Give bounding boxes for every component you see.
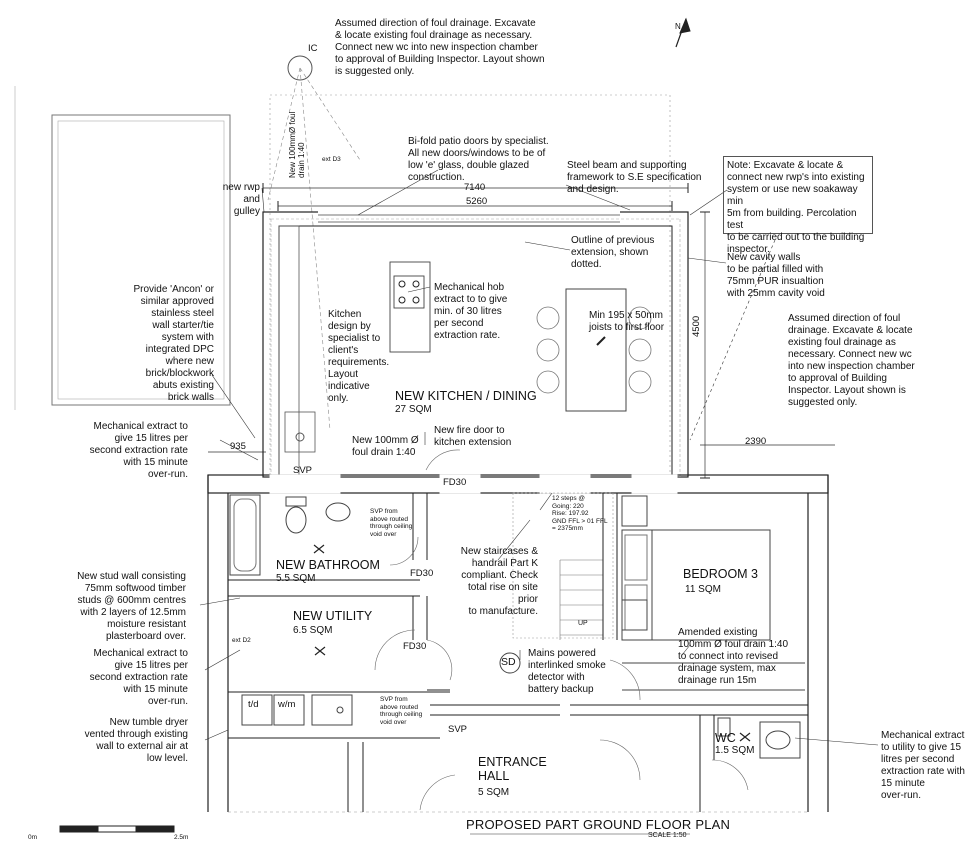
note-svp-above-2: SVP from above routed through ceiling vo… bbox=[380, 696, 423, 726]
note-new-rwp: new rwp and gulley bbox=[222, 182, 260, 217]
note-excavate-rwp: Note: Excavate & locate & connect new rw… bbox=[727, 160, 865, 255]
room-bedroom-name: BEDROOM 3 bbox=[683, 567, 759, 581]
note-svp-above-1: SVP from above routed through ceiling vo… bbox=[370, 508, 413, 538]
note-ancon: Provide 'Ancon' or similar approved stai… bbox=[133, 284, 214, 403]
note-amended-drain: Amended existing 100mm Ø foul drain 1:40… bbox=[678, 627, 789, 686]
plan-title: PROPOSED PART GROUND FLOOR PLAN bbox=[466, 817, 731, 832]
room-kitchen-name: NEW KITCHEN / DINING bbox=[395, 389, 537, 403]
svp-label-top: SVP bbox=[293, 465, 313, 476]
bath-icon bbox=[229, 494, 261, 576]
note-mech-bath: Mechanical extract to give 15 litres per… bbox=[89, 421, 188, 480]
toilet-icon bbox=[285, 506, 307, 534]
wc-toilet-icon bbox=[759, 721, 801, 759]
utility-sink-icon bbox=[311, 694, 353, 726]
note-outline-previous: Outline of previous extension, shown dot… bbox=[571, 235, 655, 270]
note-mech-wc: Mechanical extract to utility to give 15… bbox=[881, 730, 965, 801]
room-utility-name: NEW UTILITY bbox=[293, 609, 373, 623]
ic-label: IC bbox=[308, 43, 318, 54]
note-kitchen-design: Kitchen design by specialist to client's… bbox=[328, 309, 390, 404]
scale-bar-end: 2.5m bbox=[174, 834, 189, 841]
ext-d2-label: ext D2 bbox=[232, 637, 251, 644]
note-cavity-walls: New cavity walls to be partial filled wi… bbox=[727, 252, 825, 299]
note-mech-utility: Mechanical extract to give 15 litres per… bbox=[89, 648, 188, 707]
washing-machine-label: w/m bbox=[278, 699, 296, 710]
scale-bar bbox=[59, 825, 175, 833]
smoke-detector-label: SD bbox=[501, 656, 516, 668]
smoke-detector-icon bbox=[499, 652, 521, 674]
tumble-dryer-label: t/d bbox=[248, 699, 259, 710]
fd30-label-a: FD30 bbox=[443, 477, 467, 488]
note-foul-drainage-top: Assumed direction of foul drainage. Exca… bbox=[335, 18, 545, 77]
north-label: N bbox=[675, 22, 681, 31]
fd30-label-c: FD30 bbox=[403, 641, 427, 652]
stair-up-label: UP bbox=[578, 620, 588, 627]
dimension-5260: 5260 bbox=[466, 196, 488, 207]
dining-table bbox=[565, 288, 627, 412]
room-wc-name: WC bbox=[715, 731, 736, 745]
note-tumble-dryer: New tumble dryer vented through existing… bbox=[84, 717, 188, 764]
room-wc-area: 1.5 SQM bbox=[715, 745, 755, 756]
note-bifold-doors: Bi-fold patio doors by specialist. All n… bbox=[408, 136, 549, 183]
note-steel-beam: Steel beam and supporting framework to S… bbox=[567, 160, 702, 195]
ext-d3-label: ext D3 bbox=[322, 156, 341, 163]
note-steps: 12 steps @ Going: 220 Rise: 197.92 GND F… bbox=[552, 495, 608, 532]
room-bedroom-area: 11 SQM bbox=[685, 584, 721, 595]
plan-scale: SCALE 1:50 bbox=[648, 832, 687, 839]
dimension-7140: 7140 bbox=[464, 182, 486, 193]
sink-icon bbox=[284, 411, 316, 453]
note-smoke-detector: Mains powered interlinked smoke detector… bbox=[528, 648, 606, 695]
scale-bar-start: 0m bbox=[28, 834, 38, 841]
note-foul-drain-vertical: New 100mmØ foul drain 1:40 bbox=[288, 111, 306, 178]
basin-icon bbox=[325, 502, 351, 522]
inspection-chamber-icon bbox=[287, 55, 313, 81]
room-kitchen-area: 27 SQM bbox=[395, 404, 432, 415]
room-hall-area: 5 SQM bbox=[478, 787, 510, 798]
room-hall-name: ENTRANCE HALL bbox=[478, 755, 547, 783]
note-foul-right: Assumed direction of foul drainage. Exca… bbox=[788, 313, 915, 408]
extract-fan-icon bbox=[313, 544, 325, 554]
room-bathroom-name: NEW BATHROOM bbox=[276, 558, 380, 572]
note-joists: Min 195 x 50mm joists to first floor bbox=[589, 310, 665, 333]
note-fire-door: New fire door to kitchen extension bbox=[434, 425, 512, 448]
room-bathroom-area: 5.5 SQM bbox=[276, 573, 316, 584]
note-box-excavate bbox=[723, 156, 873, 234]
fd30-label-b: FD30 bbox=[410, 568, 434, 579]
note-foul-drain-mid: New 100mm Ø foul drain 1:40 bbox=[352, 435, 419, 458]
dimension-4500: 4500 bbox=[691, 315, 702, 337]
note-mech-hob: Mechanical hob extract to to give min. o… bbox=[434, 282, 508, 341]
garden-outline bbox=[51, 114, 231, 406]
kitchen-island bbox=[389, 261, 431, 353]
note-stud-wall: New stud wall consisting 75mm softwood t… bbox=[77, 571, 186, 642]
note-staircase: New staircases & handrail Part K complia… bbox=[460, 546, 538, 617]
svp-label-bottom: SVP bbox=[448, 724, 468, 735]
hob-icon bbox=[393, 275, 425, 309]
room-utility-area: 6.5 SQM bbox=[293, 625, 333, 636]
dimension-2390: 2390 bbox=[745, 436, 767, 447]
dimension-935: 935 bbox=[230, 441, 246, 452]
